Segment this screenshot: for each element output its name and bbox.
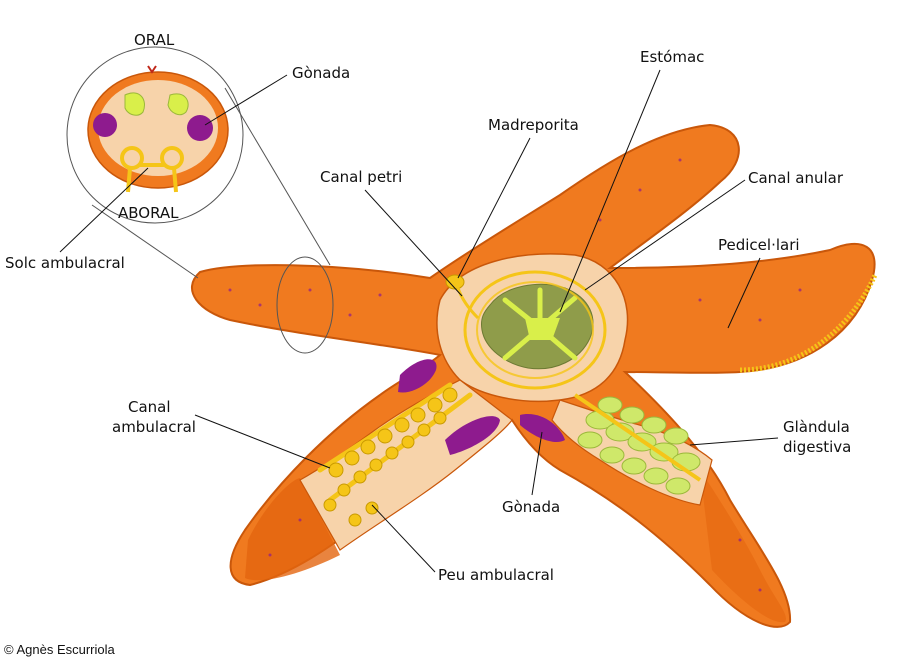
leader-inset-gonad: [204, 74, 288, 126]
leader-pedicellariae: [727, 257, 761, 329]
section-ring-marker: [276, 256, 334, 354]
annotations: ORAL ABORAL Gònada Solc ambulacral Estóm…: [5, 31, 851, 584]
leader-ring-canal: [584, 179, 746, 291]
leader-stomach: [559, 69, 661, 313]
pedicellariae-fringe: [739, 273, 878, 373]
label-aboral: ABORAL: [118, 204, 179, 222]
label-ring-canal: Canal anular: [748, 169, 844, 187]
leader-ambulacral-canal: [194, 414, 331, 469]
ambulacral-canals-left: [317, 382, 473, 503]
label-stomach: Estómac: [640, 48, 704, 66]
cross-section-inset: [66, 46, 334, 354]
leader-gonad: [531, 431, 543, 496]
leader-digestive-gland: [689, 437, 779, 446]
leader-madreporite: [457, 137, 531, 279]
skin-specks: [228, 158, 802, 592]
label-madreporite: Madreporita: [488, 116, 579, 134]
label-oral: ORAL: [134, 31, 175, 49]
label-inset-gonad: Gònada: [292, 64, 350, 82]
arm-tip-shading-right: [700, 470, 786, 623]
tube-feet-left: [323, 387, 458, 527]
label-stone-canal: Canal petri: [320, 168, 402, 186]
inset-connector-top: [224, 87, 331, 266]
inset-connector-bottom: [91, 204, 199, 279]
label-ambulacral-groove: Solc ambulacral: [5, 254, 125, 272]
label-digestive-gland-2: digestiva: [783, 438, 851, 456]
section-ampullae: [120, 146, 184, 193]
label-gonad: Gònada: [502, 498, 560, 516]
label-ambulacral-canal-1: Canal: [128, 398, 171, 416]
section-top-notch: [147, 65, 157, 74]
label-pedicellariae: Pedicel·lari: [718, 236, 800, 254]
leader-ambulacral-groove: [59, 167, 149, 253]
section-gonads: [93, 113, 213, 141]
leader-stone-canal: [364, 189, 463, 297]
ambulacral-canal-right: [573, 393, 702, 482]
section-digestive-gland: [124, 92, 189, 116]
leader-tube-foot: [371, 504, 436, 573]
lower-left-arm-opened: [299, 379, 513, 551]
label-ambulacral-canal-2: ambulacral: [112, 418, 196, 436]
ring-canal-shape: [463, 270, 607, 390]
ring-canal-inner: [476, 281, 594, 379]
stone-canal-shape: [456, 287, 480, 320]
label-digestive-gland-1: Glàndula: [783, 418, 850, 436]
starfish-body: [190, 123, 878, 628]
label-tube-foot: Peu ambulacral: [438, 566, 554, 584]
gonads-body: [398, 359, 565, 455]
copyright-credit: © Agnès Escurriola: [4, 642, 115, 657]
stomach-branches: [502, 287, 578, 361]
